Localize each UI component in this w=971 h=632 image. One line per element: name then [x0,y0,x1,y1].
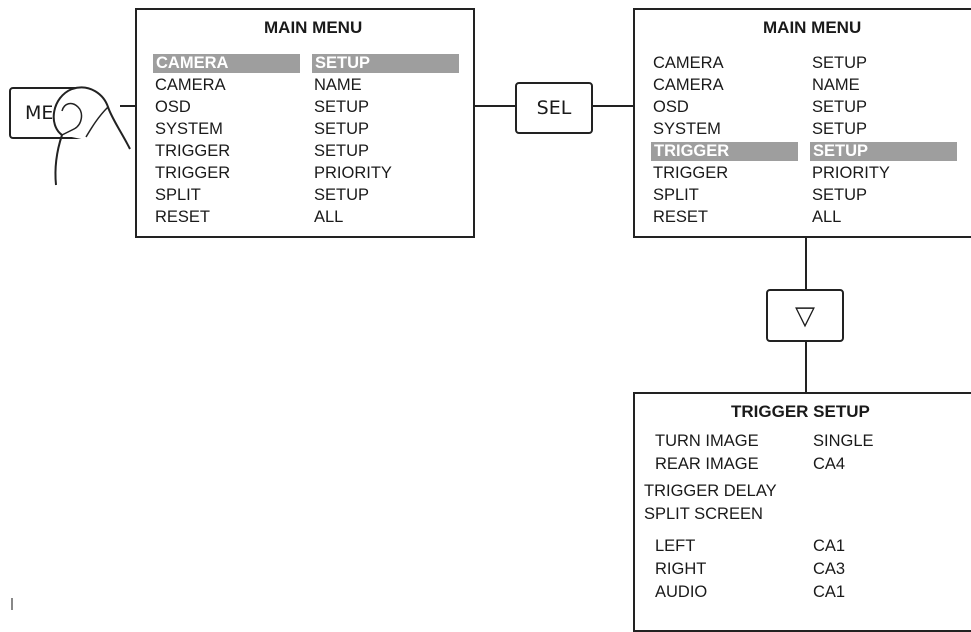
menu1-row-left-4[interactable]: SYSTEM [155,120,223,138]
turn-image-label[interactable]: TURN IMAGE [655,432,759,450]
connector-sel-to-box2 [592,105,634,107]
left-value[interactable]: CA1 [813,537,846,555]
audio-value[interactable]: CA1 [813,583,846,601]
trigger-setup-title: TRIGGER SETUP [731,402,870,421]
menu2-row-left-2[interactable]: CAMERA [653,76,724,94]
menu1-row-right-8[interactable]: ALL [314,208,344,226]
menu2-row-left-1[interactable]: CAMERA [653,54,724,72]
trigger-setup-box: TRIGGER SETUP TURN IMAGE SINGLE REAR IMA… [633,392,971,632]
turn-image-value[interactable]: SINGLE [813,432,874,450]
menu2-row-left-3[interactable]: OSD [653,98,689,116]
connector-box2-to-down [805,238,807,290]
menu1-row-left-8[interactable]: RESET [155,208,211,226]
rear-image-label[interactable]: REAR IMAGE [655,455,759,473]
menu1-row-right-4[interactable]: SETUP [314,120,370,138]
down-button[interactable]: ▽ [766,289,844,342]
menu2-row-right-2[interactable]: NAME [812,76,860,94]
menu1-row-right-6[interactable]: PRIORITY [314,164,392,182]
menu1-row-left-1[interactable]: CAMERA [153,54,300,73]
finger-press-icon [52,86,131,186]
right-label[interactable]: RIGHT [655,560,707,578]
menu2-row-right-5[interactable]: SETUP [810,142,957,161]
main-menu-box-1: MAIN MENU CAMERA SETUP CAMERA NAME OSD S… [135,8,475,238]
menu2-row-left-7[interactable]: SPLIT [653,186,699,204]
right-value[interactable]: CA3 [813,560,846,578]
menu1-row-right-1[interactable]: SETUP [312,54,459,73]
menu1-row-right-3[interactable]: SETUP [314,98,370,116]
connector-down-to-box3 [805,341,807,393]
menu2-row-right-3[interactable]: SETUP [812,98,868,116]
menu2-row-right-6[interactable]: PRIORITY [812,164,890,182]
menu1-row-left-6[interactable]: TRIGGER [155,164,231,182]
main-menu-1-title: MAIN MENU [264,18,363,37]
audio-label[interactable]: AUDIO [655,583,708,601]
menu1-row-left-3[interactable]: OSD [155,98,191,116]
sel-button[interactable]: SEL [515,82,593,134]
menu2-row-right-1[interactable]: SETUP [812,54,868,72]
menu2-row-left-5[interactable]: TRIGGER [651,142,798,161]
menu1-row-left-5[interactable]: TRIGGER [155,142,231,160]
left-label[interactable]: LEFT [655,537,696,555]
menu1-row-left-2[interactable]: CAMERA [155,76,226,94]
menu2-row-right-4[interactable]: SETUP [812,120,868,138]
connector-box1-to-sel [474,105,516,107]
trigger-delay-label[interactable]: TRIGGER DELAY [644,482,777,500]
menu2-row-left-4[interactable]: SYSTEM [653,120,721,138]
menu1-row-right-2[interactable]: NAME [314,76,362,94]
margin-tick [11,598,13,610]
menu2-row-right-7[interactable]: SETUP [812,186,868,204]
main-menu-2-title: MAIN MENU [763,18,862,37]
split-screen-label[interactable]: SPLIT SCREEN [644,505,763,523]
menu1-row-left-7[interactable]: SPLIT [155,186,201,204]
sel-button-label: SEL [536,97,572,119]
menu2-row-left-8[interactable]: RESET [653,208,709,226]
down-arrow-icon: ▽ [795,300,815,331]
main-menu-box-2: MAIN MENU CAMERA SETUP CAMERA NAME OSD S… [633,8,971,238]
rear-image-value[interactable]: CA4 [813,455,846,473]
menu1-row-right-7[interactable]: SETUP [314,186,370,204]
menu2-row-left-6[interactable]: TRIGGER [653,164,729,182]
menu2-row-right-8[interactable]: ALL [812,208,842,226]
connector-menu-to-box1 [120,105,136,107]
menu1-row-right-5[interactable]: SETUP [314,142,370,160]
